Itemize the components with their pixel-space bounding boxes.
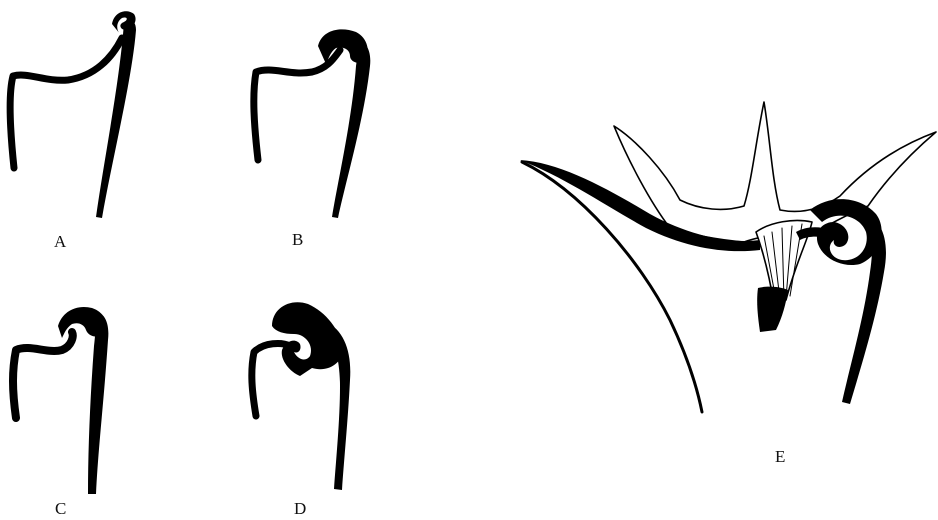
panel-c-label: C xyxy=(55,499,66,518)
panel-a-drawing xyxy=(10,11,136,218)
panel-c-drawing xyxy=(13,307,108,494)
panel-e-drawing xyxy=(520,102,936,412)
panel-e-label: E xyxy=(775,447,785,466)
panel-b-drawing xyxy=(254,29,370,218)
panel-d-drawing xyxy=(252,302,350,490)
panel-b: B xyxy=(254,29,370,249)
panel-c: C xyxy=(13,307,108,518)
panel-b-label: B xyxy=(292,230,303,249)
panel-d: D xyxy=(252,302,350,518)
panel-a-label: A xyxy=(54,232,67,251)
panel-d-label: D xyxy=(294,499,306,518)
panel-e: E xyxy=(520,102,936,466)
panel-a: A xyxy=(10,11,136,251)
